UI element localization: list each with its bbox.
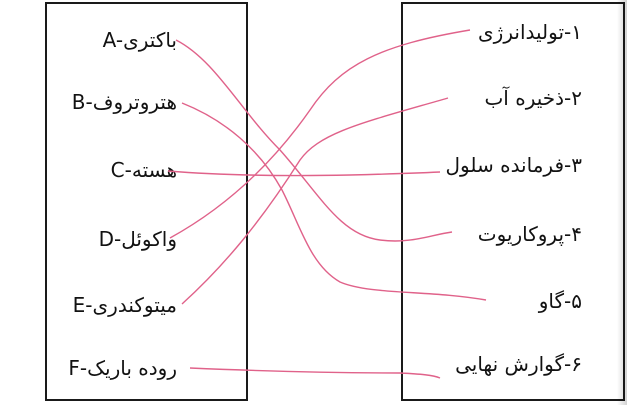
page-shadow-edge [617,0,627,405]
right-item-6: ۶-گوارش نهایی [455,352,582,376]
left-item-d: D-واکوئل [98,227,177,251]
left-item-f: F-روده باریک [68,356,177,380]
right-item-5: ۵-گاو [538,289,582,313]
left-item-a: A-باکتری [102,28,177,52]
right-item-1: ۱-تولیدانرژی [478,20,582,44]
left-item-b: B-هتروتروف [71,90,177,114]
left-column-box [45,2,248,401]
right-item-3: ۳-فرمانده سلول [445,153,582,177]
left-item-c: C-هسته [110,158,177,182]
left-item-e: E-میتوکندری [72,293,177,317]
right-item-2: ۲-ذخیره آب [484,86,582,110]
right-column-box [401,2,625,401]
right-item-4: ۴-پروکاریوت [477,222,582,246]
